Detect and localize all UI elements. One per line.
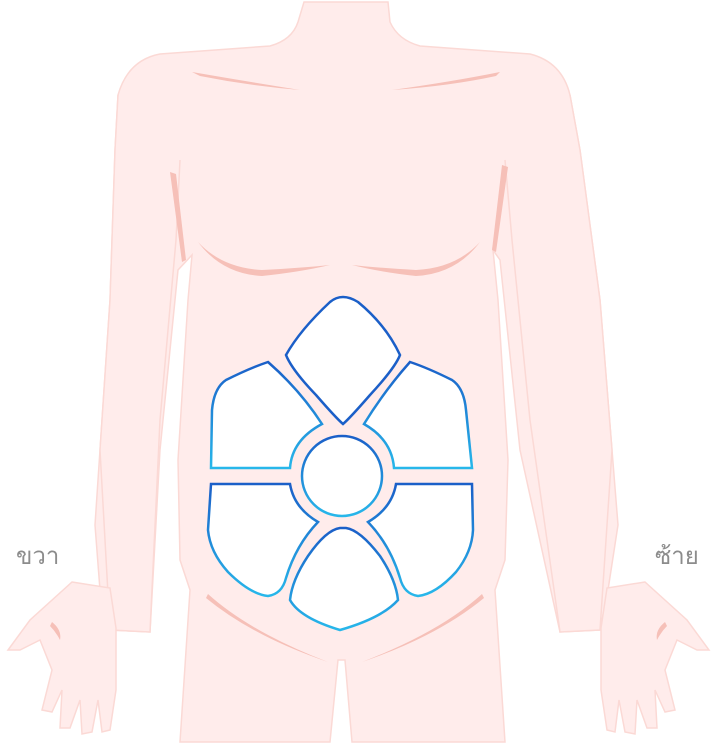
palm-crease-left <box>656 622 667 640</box>
hand-left <box>600 581 711 735</box>
left-side-label: ซ้าย <box>655 542 699 570</box>
abdominal-regions <box>206 295 475 632</box>
right-side-label: ขวา <box>16 542 60 570</box>
armpit-right <box>170 172 186 262</box>
region-hypogastric[interactable] <box>288 526 400 632</box>
region-epigastric[interactable] <box>284 295 402 426</box>
palm-crease-right <box>50 622 61 640</box>
region-left-hypochondriac[interactable] <box>362 360 474 470</box>
region-left-lumbar[interactable] <box>366 482 475 598</box>
arm-left <box>504 94 613 633</box>
region-umbilical[interactable] <box>300 434 384 518</box>
region-right-hypochondriac[interactable] <box>209 360 324 470</box>
region-right-lumbar[interactable] <box>206 482 320 598</box>
armpit-left <box>492 165 508 252</box>
hand-right <box>6 581 117 735</box>
chest-line-left <box>352 242 480 276</box>
chest-line-right <box>198 242 330 276</box>
